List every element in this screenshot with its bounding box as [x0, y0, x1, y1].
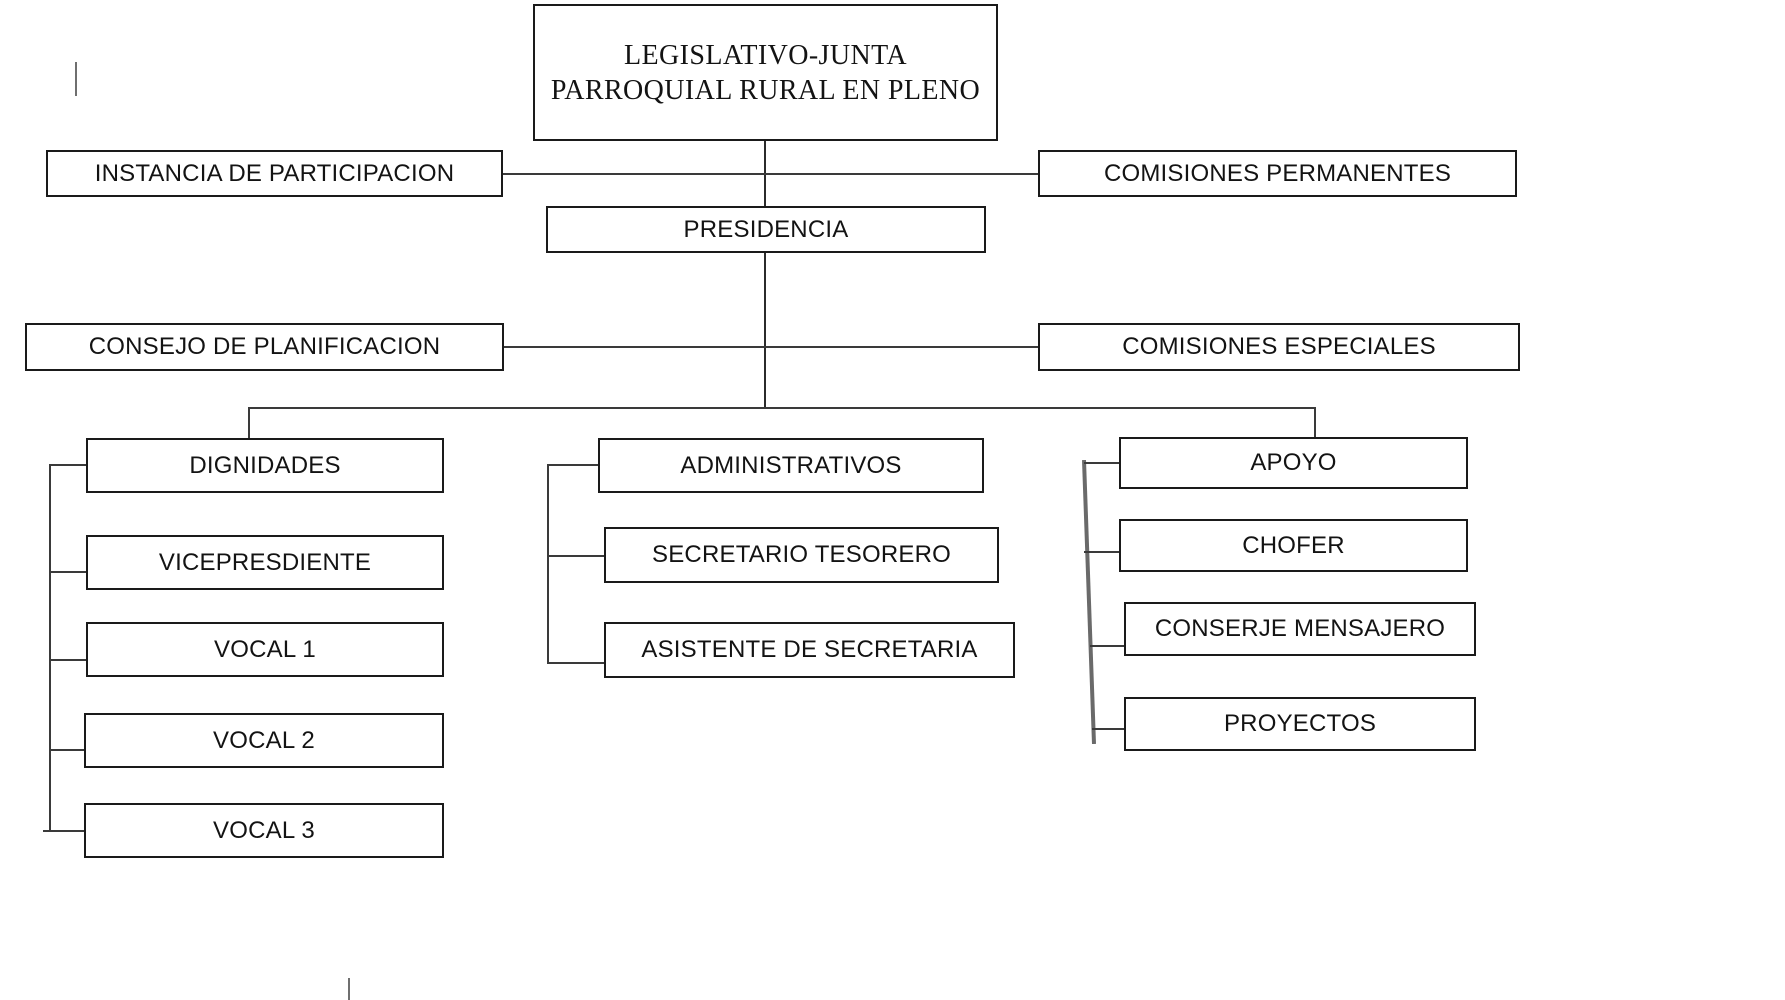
right-column-spine [1078, 460, 1102, 744]
connector-drop-right [1314, 407, 1316, 440]
center-stub-administrativos [547, 464, 599, 466]
left-stub-vocal1 [49, 659, 88, 661]
node-instancia-label: INSTANCIA DE PARTICIPACION [94, 159, 455, 187]
node-apoyo-label: APOYO [1250, 449, 1337, 476]
left-stub-vocal2 [49, 749, 88, 751]
node-legislativo-junta-parroquial[interactable]: LEGISLATIVO-JUNTA PARROQUIAL RURAL EN PL… [533, 4, 998, 141]
right-stub-chofer [1084, 551, 1122, 553]
text-caret-top [75, 62, 77, 96]
node-instancia-de-participacion[interactable]: INSTANCIA DE PARTICIPACION [46, 150, 503, 197]
node-dignidades[interactable]: DIGNIDADES [86, 438, 444, 493]
node-presidencia-label: PRESIDENCIA [683, 215, 849, 243]
node-conserje-mensajero-label: CONSERJE MENSAJERO [1154, 615, 1446, 642]
node-vocal-1-label: VOCAL 1 [214, 635, 316, 663]
node-chofer-label: CHOFER [1242, 531, 1345, 559]
node-administrativos-label: ADMINISTRATIVOS [680, 451, 902, 479]
left-stub-vicepresdiente [49, 571, 88, 573]
center-stub-asistente [547, 662, 605, 664]
trunk-presidencia-to-bar [764, 252, 766, 409]
node-vocal-1[interactable]: VOCAL 1 [86, 622, 444, 677]
node-vocal-3-label: VOCAL 3 [213, 816, 315, 844]
connector-drop-left [248, 407, 250, 440]
node-apoyo[interactable]: APOYO [1119, 437, 1468, 489]
node-comisiones-especiales[interactable]: COMISIONES ESPECIALES [1038, 323, 1520, 371]
connector-row1-horizontal [502, 173, 1039, 175]
node-vicepresdiente-label: VICEPRESDIENTE [158, 548, 372, 576]
node-administrativos[interactable]: ADMINISTRATIVOS [598, 438, 984, 493]
left-stub-dignidades [49, 464, 88, 466]
right-stub-proyectos [1092, 728, 1130, 730]
node-vicepresdiente[interactable]: VICEPRESDIENTE [86, 535, 444, 590]
center-column-spine [547, 464, 549, 664]
node-presidencia[interactable]: PRESIDENCIA [546, 206, 986, 253]
node-chofer[interactable]: CHOFER [1119, 519, 1468, 572]
node-consejo-de-planificacion[interactable]: CONSEJO DE PLANIFICACION [25, 323, 504, 371]
connector-distribution-bar [248, 407, 1316, 409]
left-column-spine [49, 464, 51, 831]
node-conserje-mensajero[interactable]: CONSERJE MENSAJERO [1124, 602, 1476, 656]
right-stub-conserje [1090, 645, 1128, 647]
node-secretario-tesorero-label: SECRETARIO TESORERO [652, 541, 951, 568]
node-asistente-secretaria-label: ASISTENTE DE SECRETARIA [641, 636, 978, 663]
node-vocal-2[interactable]: VOCAL 2 [84, 713, 444, 768]
node-comisiones-permanentes[interactable]: COMISIONES PERMANENTES [1038, 150, 1517, 197]
connector-row2-horizontal [503, 346, 1039, 348]
node-asistente-de-secretaria[interactable]: ASISTENTE DE SECRETARIA [604, 622, 1015, 678]
left-stub-vocal3 [43, 830, 88, 832]
node-proyectos[interactable]: PROYECTOS [1124, 697, 1476, 751]
node-vocal-3[interactable]: VOCAL 3 [84, 803, 444, 858]
node-comisiones-permanentes-label: COMISIONES PERMANENTES [1103, 159, 1452, 187]
node-consejo-planificacion-label: CONSEJO DE PLANIFICACION [88, 333, 441, 360]
node-legislativo-label: LEGISLATIVO-JUNTA PARROQUIAL RURAL EN PL… [550, 39, 981, 106]
node-dignidades-label: DIGNIDADES [189, 451, 341, 479]
center-stub-secretario [547, 555, 605, 557]
node-secretario-tesorero[interactable]: SECRETARIO TESORERO [604, 527, 999, 583]
node-comisiones-especiales-label: COMISIONES ESPECIALES [1122, 333, 1436, 360]
node-vocal-2-label: VOCAL 2 [213, 726, 315, 754]
right-stub-apoyo [1084, 462, 1122, 464]
text-caret-bottom [348, 978, 350, 1000]
node-proyectos-label: PROYECTOS [1223, 710, 1377, 737]
